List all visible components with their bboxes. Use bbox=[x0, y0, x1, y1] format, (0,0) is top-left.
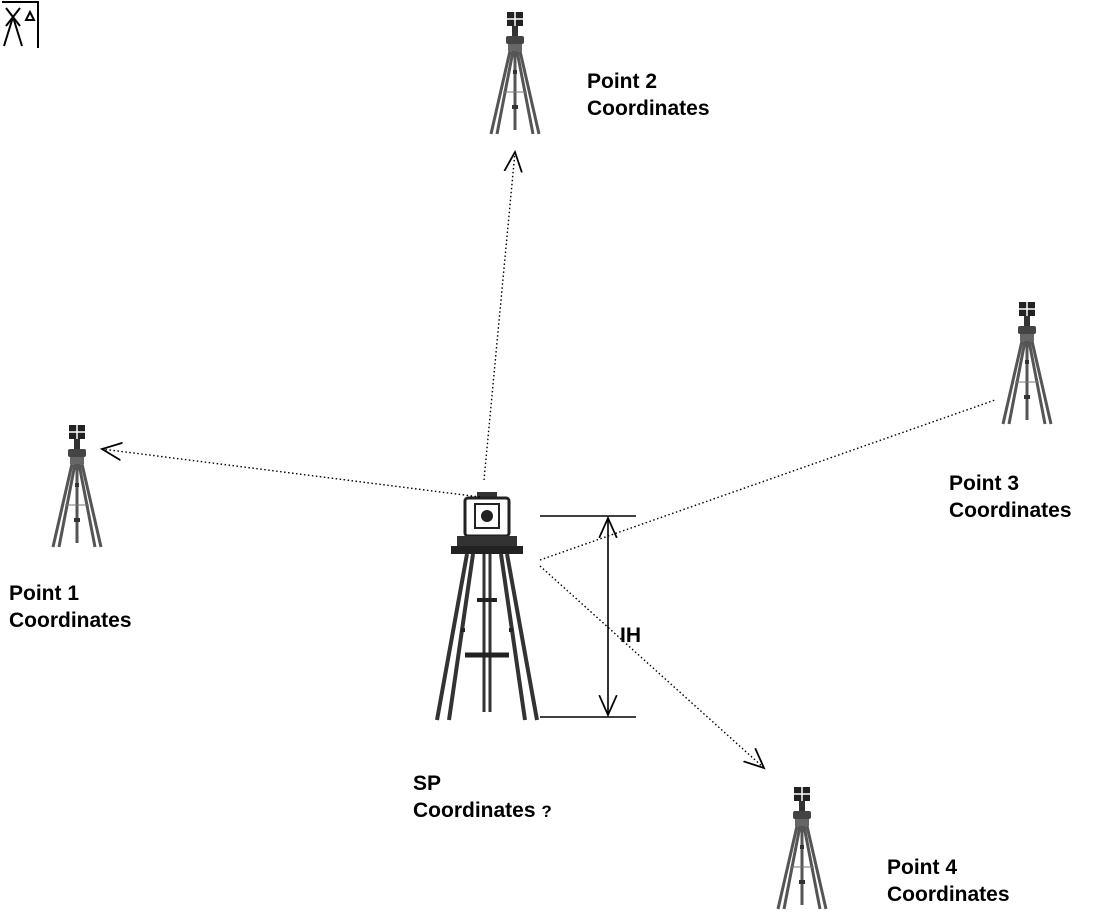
sightline-point-4 bbox=[539, 565, 764, 768]
resection-mode-icon bbox=[2, 1, 39, 48]
prism-tripod-icon bbox=[776, 785, 828, 911]
station-label: SP Coordinates ? bbox=[413, 772, 552, 822]
instrument-height-label: IH bbox=[620, 624, 641, 647]
instrument-height-dimension bbox=[540, 515, 636, 718]
total-station-icon bbox=[435, 492, 539, 721]
prism-tripod-icon bbox=[51, 423, 103, 549]
prism-tripod-icon bbox=[1001, 300, 1053, 426]
sightline-point-2 bbox=[483, 152, 515, 481]
prism-tripod-icon bbox=[489, 10, 541, 136]
sightline-point-1 bbox=[102, 449, 481, 498]
